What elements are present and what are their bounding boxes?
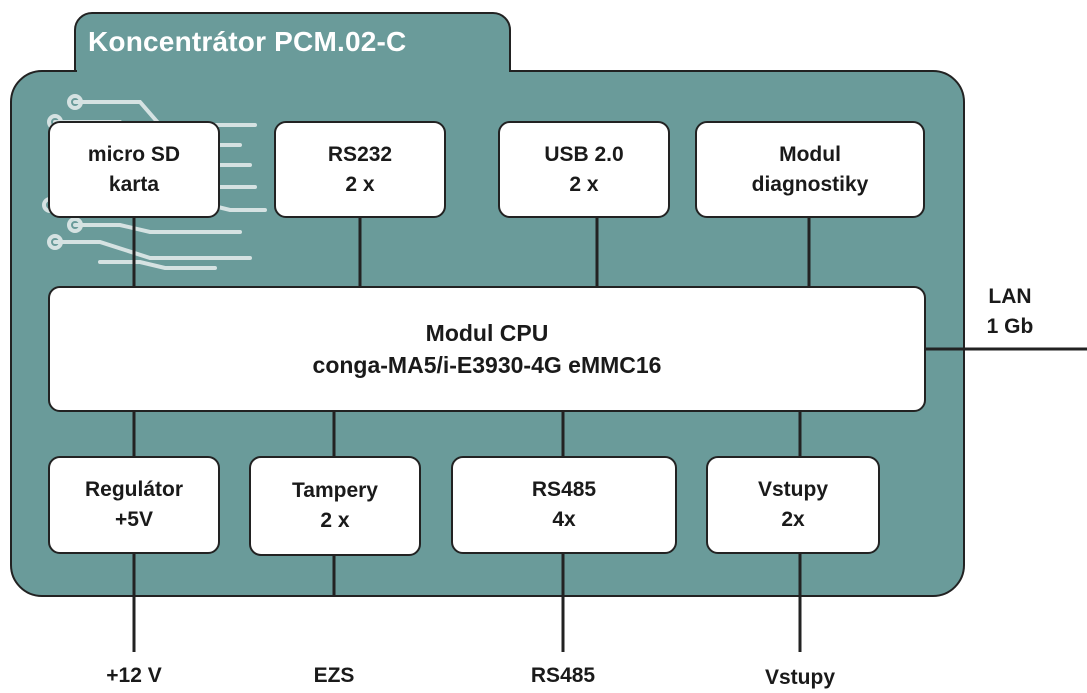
module-label: micro SD bbox=[87, 142, 181, 166]
cpu-label: Modul CPU bbox=[425, 320, 549, 346]
module-micro-sd: micro SD karta bbox=[48, 121, 220, 218]
lan-speed-label: 1 Gb bbox=[986, 315, 1034, 338]
module-tampers: Tampery 2 x bbox=[249, 456, 421, 556]
module-rs485: RS485 4x bbox=[451, 456, 677, 554]
module-label: diagnostiky bbox=[751, 172, 869, 196]
module-label: RS232 bbox=[327, 142, 393, 166]
lan-label-line: LAN bbox=[988, 285, 1032, 308]
module-label: 2 x bbox=[320, 509, 350, 532]
tab-joint bbox=[76, 60, 509, 80]
cpu-model: conga-MA5/i-E3930-4G eMMC16 bbox=[312, 352, 662, 378]
module-usb: USB 2.0 2 x bbox=[498, 121, 670, 218]
module-label: Regulátor bbox=[84, 478, 183, 501]
module-label: RS485 bbox=[531, 478, 597, 501]
module-inputs: Vstupy 2x bbox=[706, 456, 880, 554]
module-label: Tampery bbox=[292, 479, 378, 502]
module-label: Modul bbox=[779, 142, 841, 166]
module-label: Vstupy bbox=[757, 478, 828, 501]
external-rs485-label: RS485 bbox=[530, 664, 596, 687]
module-label: +5V bbox=[115, 508, 153, 531]
external-power-label: +12 V bbox=[106, 664, 162, 687]
board-title: Koncentrátor PCM.02-C bbox=[88, 26, 407, 57]
module-label: 2 x bbox=[569, 172, 599, 196]
module-label: USB 2.0 bbox=[544, 142, 624, 166]
module-label: 4x bbox=[552, 508, 576, 531]
external-ezs-label: EZS bbox=[313, 664, 355, 687]
module-cpu: Modul CPU conga-MA5/i-E3930-4G eMMC16 bbox=[48, 286, 926, 412]
module-label: 2x bbox=[781, 508, 805, 531]
module-regulator: Regulátor +5V bbox=[48, 456, 220, 554]
module-rs232: RS232 2 x bbox=[274, 121, 446, 218]
module-label: 2 x bbox=[345, 172, 375, 196]
module-diagnostics: Modul diagnostiky bbox=[695, 121, 925, 218]
lan-label: LAN 1 Gb bbox=[972, 282, 1048, 342]
module-label: karta bbox=[108, 172, 160, 196]
external-inputs-label: Vstupy bbox=[764, 666, 835, 689]
